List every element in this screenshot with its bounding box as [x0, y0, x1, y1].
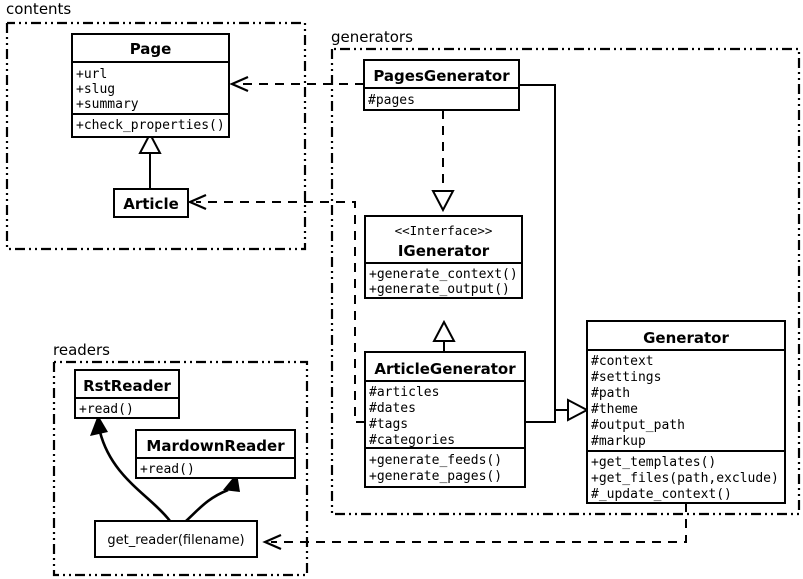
class-page-attribute: +slug	[76, 82, 115, 97]
package-contents[interactable]: contents	[5, 0, 307, 251]
hollow-triangle-icon	[432, 319, 456, 342]
package-readers-border	[52, 360, 309, 577]
edge-line	[185, 488, 229, 522]
package-readers-label: readers	[53, 341, 110, 359]
function-get-reader[interactable]: get_reader(filename)	[94, 520, 258, 558]
class-igenerator-operation: +generate_context()	[369, 267, 518, 282]
class-rstreader-operation: +read()	[79, 402, 134, 417]
class-igenerator[interactable]: <<Interface>> IGenerator +generate_conte…	[364, 215, 523, 299]
edge-line	[525, 409, 569, 423]
package-readers[interactable]: readers	[52, 341, 309, 577]
class-mardownreader-box	[135, 429, 296, 479]
class-generator[interactable]: Generator #context #settings #path #them…	[586, 320, 786, 504]
function-get-reader-box	[94, 520, 258, 558]
class-rstreader-title: RstReader	[83, 377, 171, 395]
class-articlegenerator-operation: +generate_feeds()	[369, 453, 502, 468]
package-generators-label: generators	[331, 28, 413, 46]
class-articlegenerator-attribute: #articles	[369, 385, 439, 400]
class-articlegenerator[interactable]: ArticleGenerator #articles #dates #tags …	[364, 351, 526, 488]
class-igenerator-box	[364, 215, 523, 299]
class-generator-attribute: #theme	[591, 402, 638, 417]
class-page-attribute: +summary	[76, 97, 139, 112]
edge-pagesgenerator-implements-igenerator	[431, 110, 455, 213]
class-rstreader[interactable]: RstReader +read()	[74, 369, 180, 419]
class-pagesgenerator[interactable]: PagesGenerator #pages	[363, 59, 520, 111]
class-mardownreader-title: MardownReader	[146, 437, 285, 455]
edge-line	[271, 503, 687, 543]
open-arrow-icon	[262, 533, 282, 551]
edge-article-inherits-page	[138, 131, 162, 189]
class-pagesgenerator-box	[363, 59, 520, 111]
edge-pagesgenerator-uses-page	[229, 75, 364, 93]
class-generator-attribute: #markup	[591, 434, 646, 449]
class-mardownreader[interactable]: MardownReader +read()	[135, 429, 296, 479]
class-generator-operation: +get_templates()	[591, 455, 716, 470]
class-generator-operation: +get_files(path,exclude)	[591, 471, 779, 486]
class-articlegenerator-attribute: #categories	[369, 433, 455, 448]
package-generators-border	[330, 47, 801, 516]
class-generator-operation: #_update_context()	[591, 487, 732, 502]
package-contents-border	[5, 21, 307, 251]
edge-generator-uses-get-reader	[262, 503, 687, 551]
open-arrow-icon	[229, 75, 249, 93]
class-article-box	[113, 188, 189, 218]
class-igenerator-stereotype: <<Interface>>	[395, 223, 493, 238]
class-rstreader-box	[74, 369, 180, 419]
edge-line	[98, 431, 172, 522]
class-articlegenerator-title: ArticleGenerator	[374, 360, 516, 378]
class-pagesgenerator-title: PagesGenerator	[373, 67, 510, 85]
class-page-title: Page	[130, 40, 172, 58]
class-article-title: Article	[123, 195, 179, 213]
class-igenerator-operation: +generate_output()	[369, 282, 510, 297]
class-article[interactable]: Article	[113, 188, 189, 218]
class-page-attribute: +url	[76, 67, 107, 82]
class-articlegenerator-attribute: #dates	[369, 401, 416, 416]
class-page-operation: +check_properties()	[76, 118, 225, 133]
class-articlegenerator-attribute: #tags	[369, 417, 408, 432]
class-igenerator-title: IGenerator	[398, 242, 490, 260]
hollow-triangle-icon	[138, 131, 162, 154]
class-generator-attribute: #context	[591, 354, 654, 369]
class-generator-box	[586, 320, 786, 504]
edge-articlegenerator-inherits-generator	[525, 398, 590, 423]
edge-articlegenerator-uses-article	[187, 193, 365, 423]
edge-get-reader-returns-rstreader	[90, 415, 172, 522]
class-generator-attribute: #path	[591, 386, 630, 401]
hollow-triangle-icon	[567, 398, 590, 422]
edge-articlegenerator-inherits-igenerator	[432, 319, 456, 352]
class-generator-title: Generator	[643, 329, 729, 347]
class-pagesgenerator-attribute: #pages	[368, 93, 415, 108]
solid-arrow-icon	[90, 415, 108, 436]
class-generator-attribute: #settings	[591, 370, 661, 385]
package-generators[interactable]: generators	[330, 28, 801, 516]
edge-line	[196, 201, 365, 423]
class-page-box	[71, 33, 230, 138]
package-contents-label: contents	[6, 0, 71, 18]
function-get-reader-label: get_reader(filename)	[107, 533, 244, 548]
class-mardownreader-operation: +read()	[140, 462, 195, 477]
class-articlegenerator-box	[364, 351, 526, 488]
class-generator-attribute: #output_path	[591, 418, 685, 433]
class-page[interactable]: Page +url +slug +summary +check_properti…	[71, 33, 230, 138]
open-arrow-icon	[187, 193, 207, 211]
class-articlegenerator-operation: +generate_pages()	[369, 469, 502, 484]
hollow-triangle-icon	[431, 190, 455, 213]
